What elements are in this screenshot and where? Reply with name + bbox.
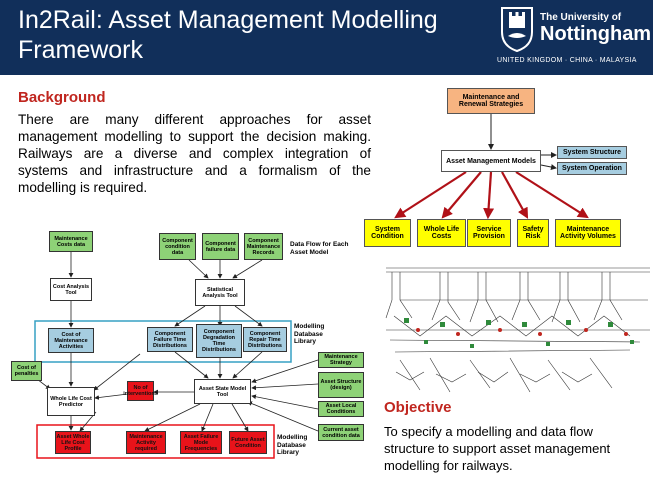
output-system-condition: System Condition: [364, 219, 411, 247]
cost-penalties: Cost of penalties: [11, 361, 42, 381]
header-bar: In2Rail: Asset Management Modelling Fram…: [0, 0, 653, 75]
output-maint-activity-volumes: Maintenance Activity Volumes: [555, 219, 621, 247]
db-frame-top: [34, 320, 292, 363]
cost-maint-activities: Cost of Maintenance Activities: [48, 328, 94, 353]
output-service-provision: Service Provision: [467, 219, 511, 247]
dist-repair-time: Component Repair Time Distributions: [243, 327, 287, 352]
current-condition-data: Current asset condition data: [318, 424, 364, 441]
background-heading: Background: [18, 89, 106, 106]
out-failure-frequencies: Asset Failure Mode Frequencies: [180, 431, 222, 454]
dist-degradation-time: Component Degradation Time Distributions: [196, 324, 242, 358]
wlc-predictor: Whole Life Cost Predictor: [47, 387, 95, 416]
db-label-bottom: Modelling Database Library: [277, 434, 308, 456]
rail-network-schematic: [385, 267, 650, 393]
maint-strategy: Maintenance Strategy: [318, 352, 364, 368]
system-operation: System Operation: [557, 162, 627, 175]
maint-renewal-strategies: Maintenance and Renewal Strategies: [447, 88, 535, 114]
logo-locations: UNITED KINGDOM · CHINA · MALAYSIA: [497, 57, 637, 64]
crest-icon: [501, 7, 533, 52]
asset-local-conditions: Asset Local Conditions: [318, 401, 364, 417]
university-logo: The University of Nottingham UNITED KING…: [497, 6, 652, 70]
background-text: There are many different approaches for …: [18, 112, 371, 195]
asset-structure: Asset Structure (design): [318, 372, 364, 398]
out-maint-required: Maintenance Activity required: [126, 431, 166, 454]
out-wlc-profile: Asset Whole Life Cost Profile: [55, 431, 91, 454]
flow-title: Data Flow for Each Asset Model: [290, 241, 349, 256]
output-whole-life-costs: Whole Life Costs: [417, 219, 466, 247]
page-title: In2Rail: Asset Management Modelling Fram…: [18, 6, 438, 64]
rail-network-markers: [416, 328, 628, 336]
no-interventions: No of interventions: [123, 381, 158, 401]
db-frame-bottom: [36, 424, 275, 459]
dist-failure-time: Component Failure Time Distributions: [147, 327, 193, 352]
asset-state-model-tool: Asset State Model Tool: [194, 379, 251, 404]
logo-line-2: Nottingham: [540, 23, 652, 45]
objective-text: To specify a modelling and data flow str…: [384, 424, 611, 473]
component-condition-data: Component condition data: [159, 233, 196, 260]
statistical-analysis-tool: Statistical Analysis Tool: [195, 279, 245, 306]
component-maint-records: Component Maintenance Records: [244, 233, 283, 260]
objective-heading: Objective: [384, 399, 452, 416]
logo-line-1: The University of: [540, 12, 622, 23]
system-structure: System Structure: [557, 146, 627, 159]
out-future-condition: Future Asset Condition: [229, 431, 267, 454]
cost-analysis-tool: Cost Analysis Tool: [50, 278, 92, 301]
db-label-top: Modelling Database Library: [294, 323, 325, 345]
component-failure-data: Component failure data: [202, 233, 239, 260]
rail-network-nodes: [404, 318, 634, 348]
asset-management-models: Asset Management Models: [441, 150, 541, 172]
output-safety-risk: Safety Risk: [517, 219, 549, 247]
maint-costs-data: Maintenance Costs data: [49, 231, 93, 252]
